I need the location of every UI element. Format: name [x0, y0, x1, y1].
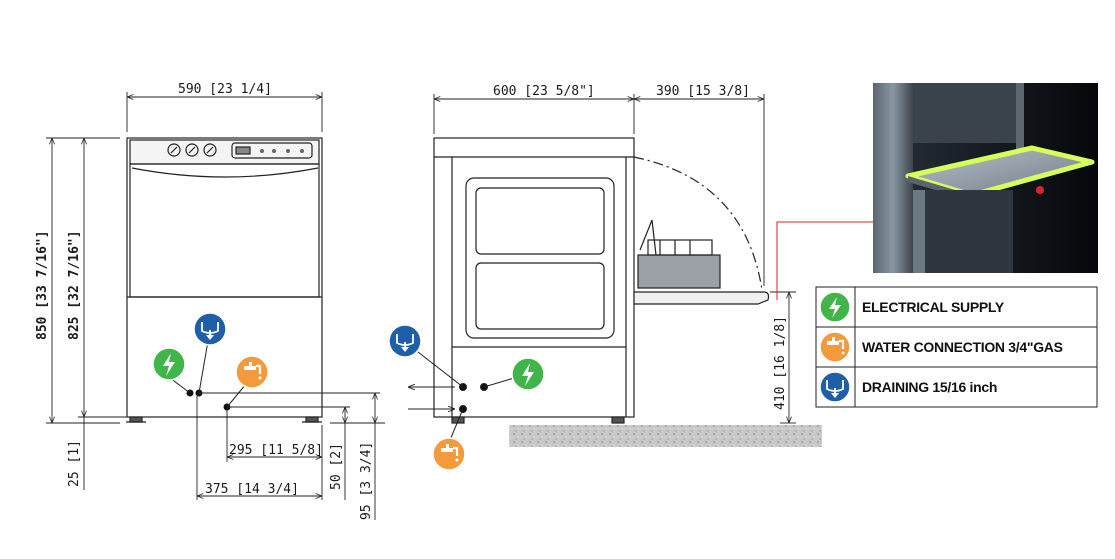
- side-view: [433, 137, 770, 424]
- height-total-label: 850 [33 7/16"]: [35, 230, 50, 340]
- dial-3: [203, 143, 217, 157]
- dial-1: [167, 143, 181, 157]
- depth-label: 600 [23 5/8"]: [493, 84, 595, 99]
- water-tap-icon-side: [432, 437, 466, 471]
- legend-water-icon: [819, 331, 851, 363]
- height-body-label: 825 [32 7/16"]: [67, 230, 82, 340]
- machine-body-front: [126, 137, 323, 418]
- water-tap-icon: [235, 355, 269, 389]
- legend-drain-label: DRAINING 15/16 inch: [862, 379, 997, 395]
- floor-concrete: [509, 425, 822, 447]
- side-window-frame: [465, 177, 615, 339]
- supply-offset-label: 375 [14 3/4]: [205, 482, 299, 497]
- front-connection-points: [169, 340, 380, 411]
- legend: ELECTRICAL SUPPLY WATER CONNECTION 3/4"G…: [815, 286, 1098, 408]
- door-height-label: 410 [16 1/8]: [773, 316, 788, 410]
- open-door: [633, 291, 770, 305]
- door-swing-arc: [633, 156, 763, 291]
- front-view: [126, 137, 323, 423]
- legend-electrical-icon: [819, 291, 851, 323]
- door-depth-label: 390 [15 3/8]: [656, 84, 750, 99]
- drain-offset-label: 295 [11 5/8]: [229, 443, 323, 458]
- drain-icon-side: [388, 324, 422, 358]
- legend-water-label: WATER CONNECTION 3/4"GAS: [862, 339, 1063, 355]
- front-dimensions: [46, 92, 385, 520]
- display-panel: [231, 142, 313, 159]
- width-label: 590 [23 1/4]: [178, 82, 272, 97]
- drain-icon: [193, 312, 227, 346]
- dish-basket: [637, 254, 721, 289]
- side-connection-points: [408, 351, 515, 441]
- side-dimension-labels: 600 [23 5/8"] 390 [15 3/8] 410 [16 1/8]: [493, 84, 788, 410]
- front-dimension-labels: 590 [23 1/4] 850 [33 7/16"] 825 [32 7/16…: [35, 82, 374, 520]
- door-handle-curve: [131, 167, 319, 178]
- height-50-label: 50 [2]: [329, 443, 344, 490]
- side-dimensions: [433, 94, 796, 424]
- dial-2: [185, 143, 199, 157]
- highlighted-door-shelf: [905, 145, 1095, 198]
- photo-inset: [873, 83, 1098, 273]
- height-95-label: 95 [3 3/4]: [359, 442, 374, 520]
- leader-dot: [1036, 186, 1044, 194]
- legend-drain-icon: [819, 371, 851, 403]
- electrical-supply-icon: [152, 347, 186, 381]
- feet-height-label: 25 [1]: [67, 440, 82, 487]
- legend-electrical-label: ELECTRICAL SUPPLY: [862, 299, 1005, 315]
- electrical-supply-icon-side: [511, 357, 545, 391]
